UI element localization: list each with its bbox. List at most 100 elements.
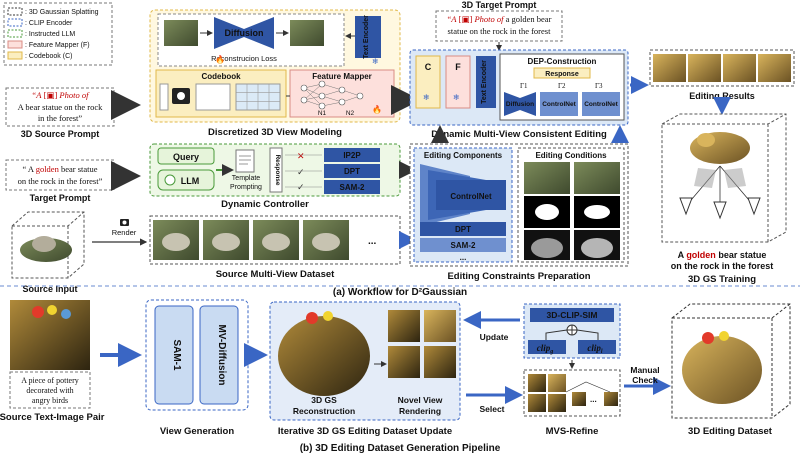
- dep-controlnet-2: [582, 92, 620, 116]
- training-label: 3D GS Training: [688, 274, 756, 285]
- svg-text:Diffusion: Diffusion: [506, 101, 534, 108]
- legend-gaussian: : 3D Gaussian Splatting: [25, 9, 99, 16]
- training-cameras: [679, 197, 761, 220]
- select-label: Select: [479, 404, 504, 414]
- controller-panel: Query LLM Template Prompting Response ✕ …: [149, 143, 401, 197]
- legend: : 3D Gaussian Splatting : CLIP Encoder :…: [3, 2, 113, 66]
- svg-text:“A [▣] Photo of a golden bear: “A [▣] Photo of a golden bear: [447, 14, 552, 24]
- novel-view-2: [424, 310, 456, 342]
- results-caption-c: on the rock in the forest: [671, 261, 774, 271]
- recon-pottery: [278, 316, 370, 396]
- svg-text:3D GS: 3D GS: [311, 395, 337, 405]
- controller-query: Query: [173, 152, 199, 162]
- svg-text:Novel View: Novel View: [398, 395, 443, 405]
- svg-text:ControlNet: ControlNet: [542, 101, 576, 108]
- snowflake-icon: ❄: [372, 57, 379, 66]
- dataset-panel: ...: [149, 215, 401, 265]
- svg-text:...: ...: [590, 395, 597, 404]
- svg-text:on the rock in the forest”: on the rock in the forest”: [18, 176, 103, 186]
- editing-panel: C ❄ F ❄ Text Encoder DEP-Construction Re…: [409, 49, 629, 126]
- modeling-loss: Reconstrucion Loss: [211, 54, 277, 63]
- pair-panel: A piece of pottery decorated with angry …: [0, 300, 105, 423]
- modeling-mapper: Feature Mapper: [312, 72, 372, 81]
- update-label: Update: [480, 332, 509, 342]
- iter-label: Iterative 3D GS Editing Dataset Update: [278, 426, 452, 437]
- legend-mapper-swatch: [7, 40, 23, 49]
- iterative-panel: 3D GS Reconstruction Novel View Renderin…: [269, 301, 461, 421]
- tool-dpt: DPT: [344, 167, 360, 176]
- source-input-label: Source Input: [22, 284, 77, 294]
- mvs-panel: ...: [523, 369, 621, 417]
- legend-llm: : Instructed LLM: [25, 31, 75, 38]
- view-generation: SAM-1 MV-Diffusion: [145, 299, 249, 411]
- editing-title: Dynamic Multi-View Consistent Editing: [431, 129, 607, 140]
- svg-text:Manual: Manual: [630, 365, 659, 375]
- controller-response: Response: [274, 154, 281, 185]
- svg-text:DPT: DPT: [455, 225, 471, 234]
- editing-mapper: [445, 55, 471, 109]
- dataset-label: Source Multi-View Dataset: [216, 269, 335, 280]
- svg-text:A golden bear statue: A golden bear statue: [678, 250, 767, 260]
- gamma-2: Γ2: [558, 82, 566, 90]
- legend-llm-swatch: [7, 29, 23, 38]
- tool-sam2: SAM-2: [340, 183, 365, 192]
- dataset-3d-label: 3D Editing Dataset: [688, 426, 773, 437]
- result-view-4: [758, 54, 791, 82]
- editing-codebook: [415, 55, 441, 109]
- source-prompt-line1: A bear statue on the rock: [18, 102, 103, 112]
- gamma-1: Γ1: [520, 82, 528, 90]
- source-prompt-line2: in the forest”: [38, 113, 83, 123]
- svg-text:C: C: [425, 62, 432, 72]
- legend-clip-swatch: [7, 18, 23, 27]
- tool-ip2p: IP2P: [343, 151, 361, 160]
- gamma-3: Γ3: [595, 82, 603, 90]
- svg-text:Template: Template: [232, 175, 261, 182]
- pair-label: Source Text-Image Pair: [0, 412, 105, 423]
- constraints-title: Editing Constraints Preparation: [447, 271, 590, 282]
- svg-text:“ A golden bear statue: “ A golden bear statue: [22, 164, 97, 174]
- target-highlight: golden: [36, 164, 60, 174]
- svg-text:ControlNet: ControlNet: [450, 192, 492, 201]
- legend-clip: : CLIP Encoder: [25, 20, 73, 27]
- mapper-fire-icon: 🔥: [372, 104, 382, 114]
- results-highlight: golden: [686, 250, 716, 260]
- svg-text:clipl: clipl: [587, 343, 603, 355]
- modeling-codebook: Codebook: [201, 72, 241, 81]
- dataset-ellipsis: ...: [368, 236, 377, 247]
- legend-codebook: : Codebook (C): [25, 53, 72, 60]
- component-dpt: [420, 222, 506, 236]
- modeling-panel: Diffusion Reconstrucion Loss 🔥 Text Enco…: [149, 9, 401, 123]
- llm-icon: [164, 174, 176, 186]
- editing-text-encoder: [476, 56, 496, 108]
- svg-text:Rendering: Rendering: [399, 406, 441, 416]
- controller-title: Dynamic Controller: [221, 199, 309, 210]
- svg-text:ControlNet: ControlNet: [584, 101, 618, 108]
- edited-pottery: [682, 336, 762, 404]
- dep-diffusion-block: [504, 92, 536, 116]
- result-view-3: [723, 54, 756, 82]
- component-controlnet: [436, 180, 506, 210]
- svg-text:statue on the rock in the fore: statue on the rock in the forest: [448, 26, 552, 36]
- svg-text:angry birds: angry birds: [32, 396, 68, 405]
- modeling-output-image: [290, 20, 324, 46]
- novel-view-1: [388, 310, 420, 342]
- target3d-label: 3D Target Prompt: [462, 0, 537, 10]
- svg-text:Text Encoder: Text Encoder: [481, 60, 488, 104]
- component-sam2: [420, 238, 506, 252]
- section-a-title: (a) Workflow for D²Gaussian: [333, 287, 467, 298]
- mvs-label: MVS-Refine: [546, 426, 599, 437]
- mv-diffusion: MV-Diffusion: [216, 324, 227, 385]
- mapper-n1: N1: [318, 110, 327, 117]
- svg-text:decorated with: decorated with: [26, 386, 73, 395]
- svg-text:Reconstruction: Reconstruction: [293, 406, 355, 416]
- result-view-1: [653, 54, 686, 82]
- results-label: Editing Results: [689, 91, 755, 101]
- dep-title: DEP-Construction: [528, 57, 597, 66]
- svg-text:❄: ❄: [453, 93, 460, 102]
- target-prompt: “ A golden bear statue on the rock in th…: [5, 159, 115, 203]
- source-input: Source Input Render: [11, 211, 148, 294]
- render-label: Render: [112, 228, 137, 237]
- fire-icon: 🔥: [215, 54, 225, 64]
